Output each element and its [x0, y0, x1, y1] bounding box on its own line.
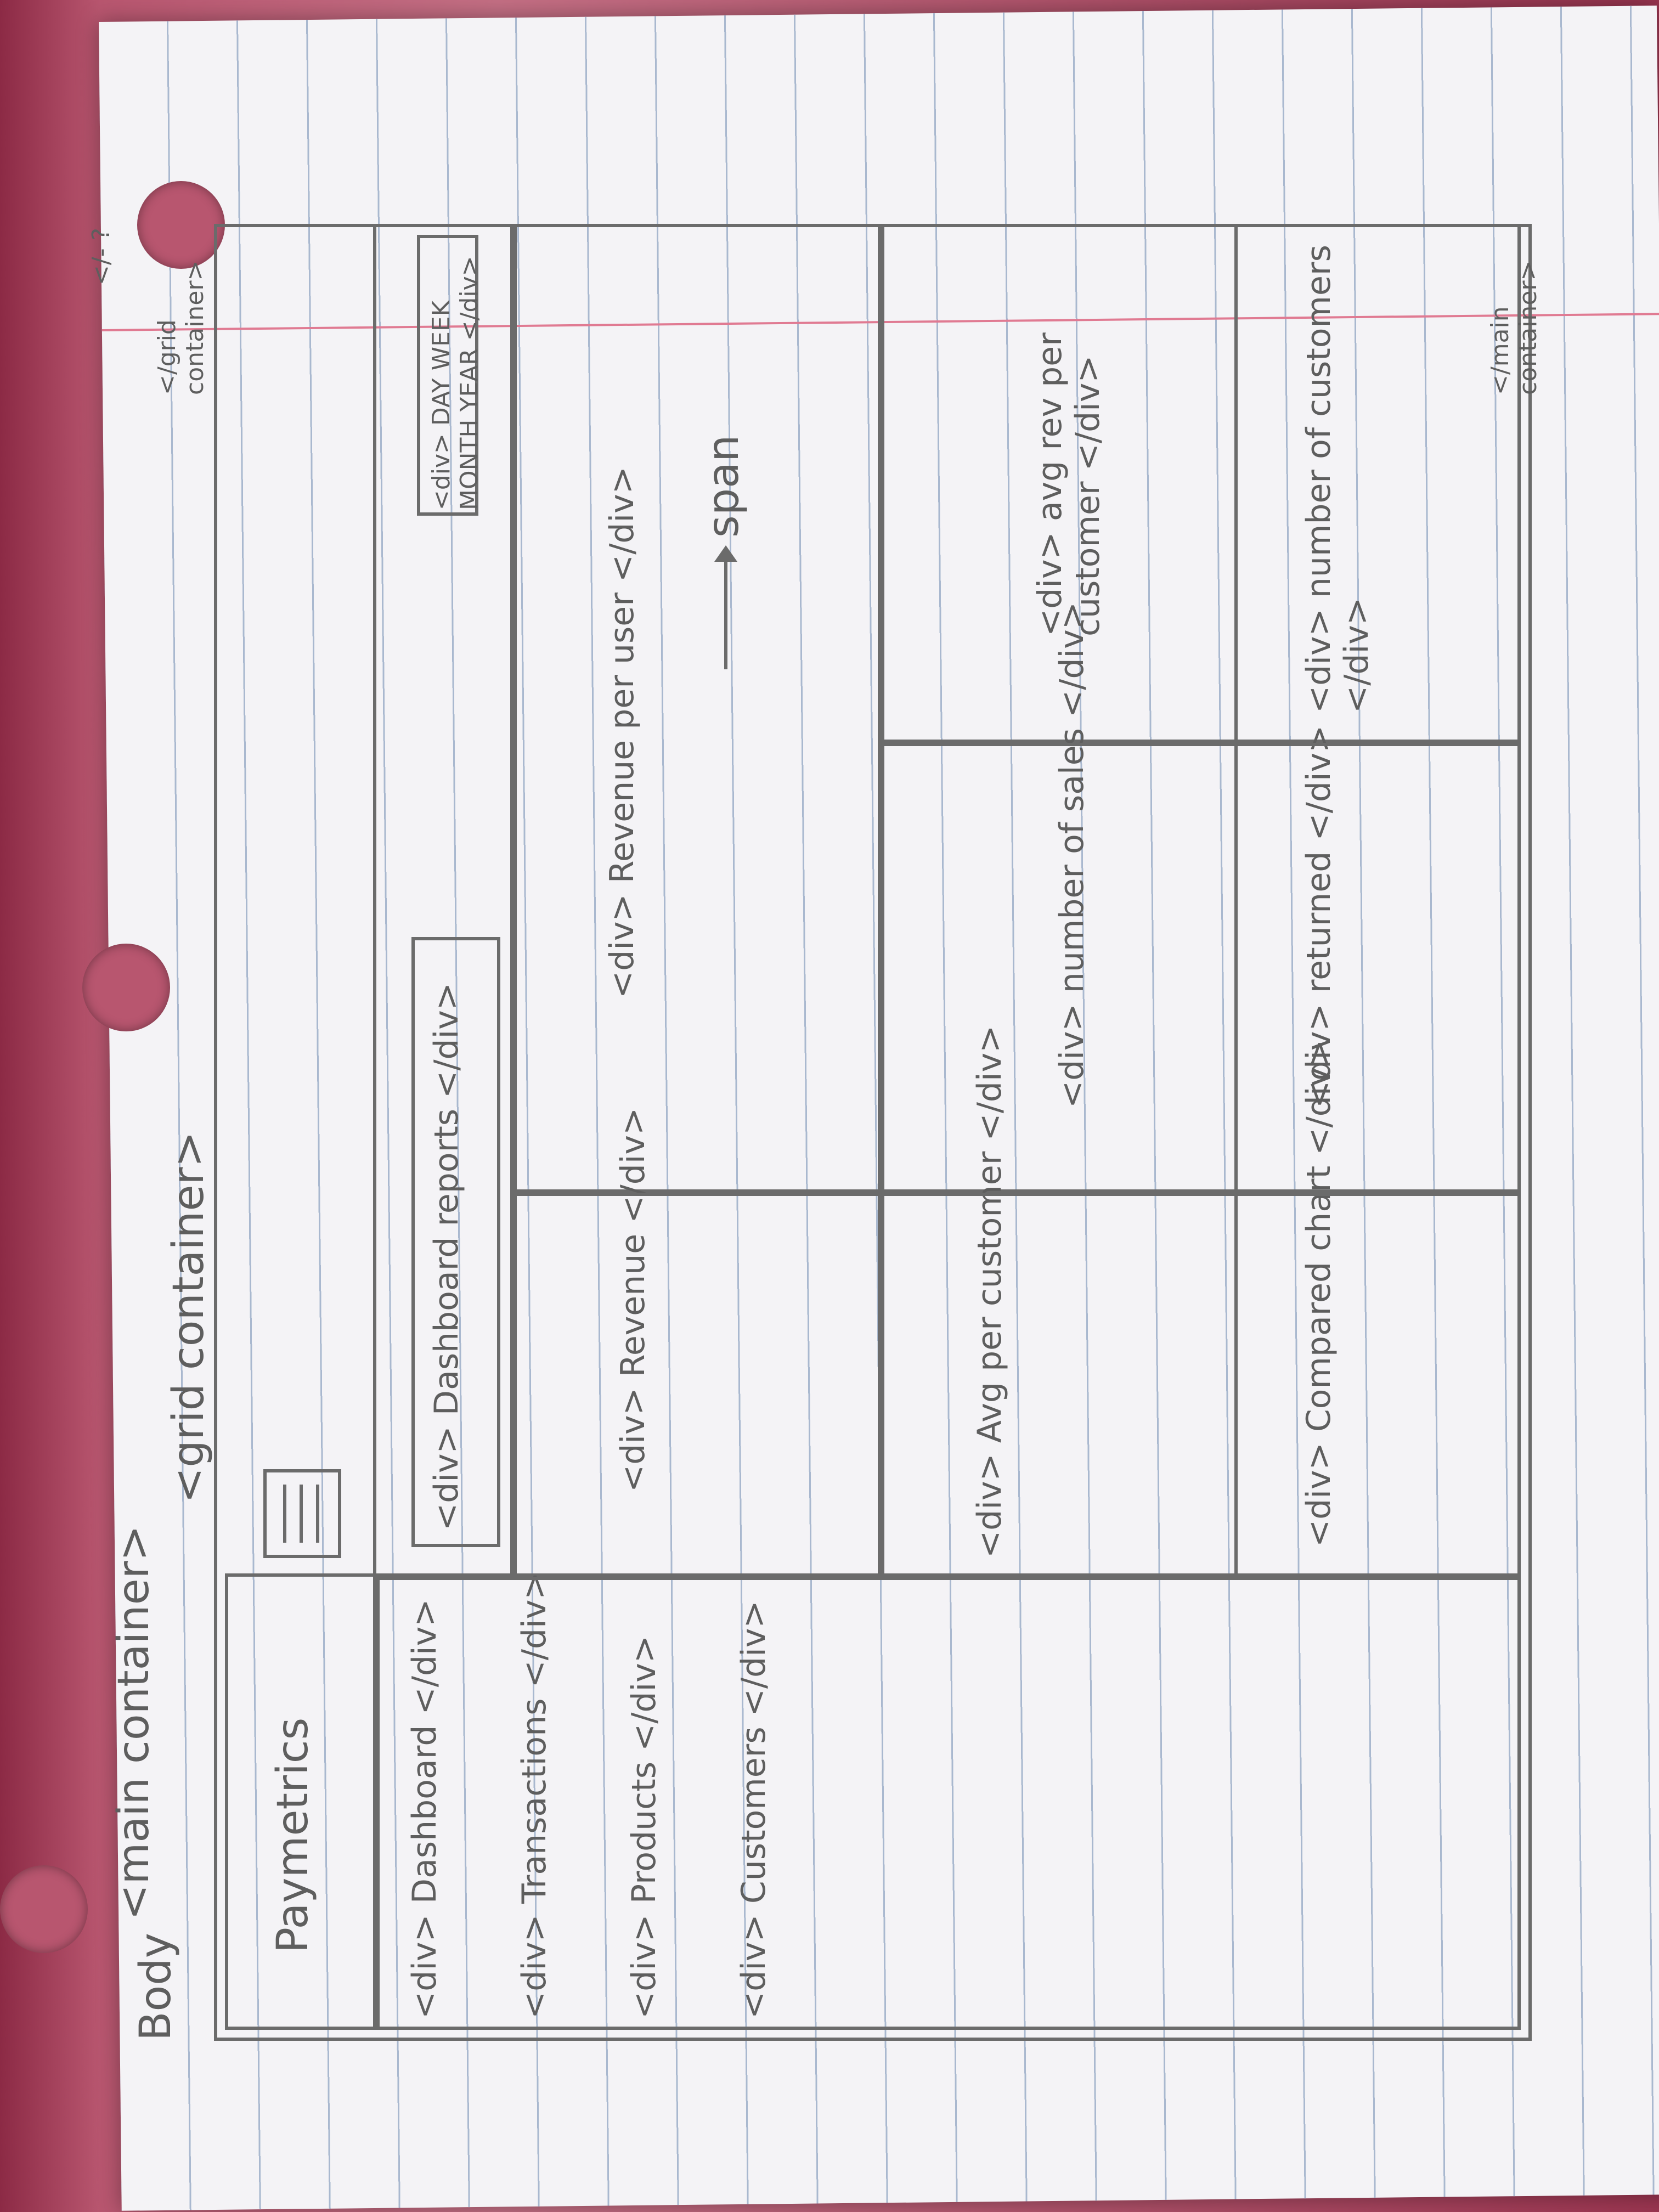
menu-icon [263, 1469, 341, 1558]
sidebar-item-products: <div> Products </div> [625, 1635, 663, 2019]
card-compared-chart [1234, 1189, 1521, 1580]
binder-hole [82, 944, 170, 1031]
sidebar-item-customers: <div> Customers </div> [735, 1600, 773, 2019]
period-selector: <div> DAY WEEK MONTH YEAR </div> [427, 256, 483, 510]
dashboard-reports-title: <div> Dashboard reports </div> [427, 982, 466, 1531]
sidebar-item-dashboard: <div> Dashboard </div> [405, 1599, 444, 2019]
binder-hole [0, 1865, 88, 1953]
grid-container-label: <grid container> [164, 1131, 213, 1503]
card-returned [1234, 740, 1521, 1196]
brand-label: Paymetrics [268, 1717, 318, 1953]
span-label: span [699, 435, 748, 538]
grid-container-close-label: </grid container> [153, 260, 209, 395]
wireframe-sketch: Body <main container> <grid container> P… [87, 219, 1558, 2041]
card-returned-label: <div> returned </div> [1300, 725, 1338, 1108]
card-revenue-per-user [510, 224, 884, 1196]
card-avg-rev-per-customer-label: <div> avg rev per customer </div> [1031, 332, 1107, 636]
card-number-of-customers-label: <div> number of customers </div> [1300, 245, 1376, 713]
main-container-close-label: </main container> [1486, 260, 1542, 395]
binder-hole [137, 181, 225, 269]
main-container-label: <main container> [109, 1525, 159, 1920]
card-revenue-per-user-label: <div> Revenue per user </div> [603, 466, 641, 998]
body-label: Body [131, 1933, 180, 2041]
card-revenue [510, 1189, 884, 1580]
close-tag-label: </- ? [87, 228, 115, 285]
span-arrow [724, 549, 727, 669]
card-number-of-customers [1234, 224, 1521, 746]
sidebar-item-transactions: <div> Transactions </div> [515, 1572, 554, 2019]
